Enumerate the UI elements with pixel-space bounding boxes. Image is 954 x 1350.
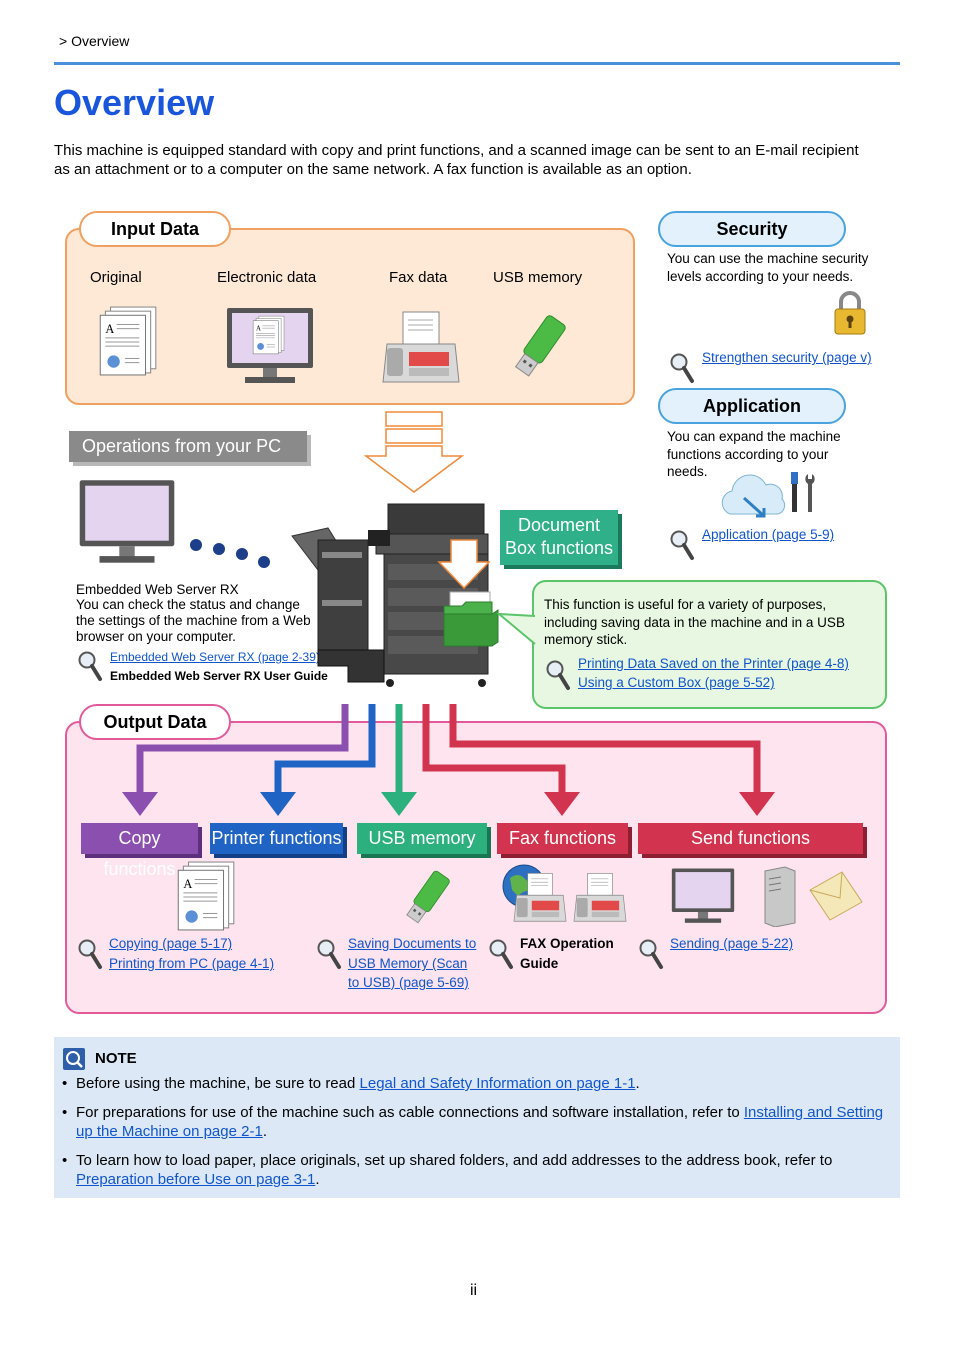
application-link[interactable]: Application (page 5-9): [702, 527, 835, 542]
usb-stick-icon: [396, 868, 456, 928]
output-arrows: [122, 704, 775, 816]
connection-dots: [190, 539, 270, 568]
magnifier-icon: [545, 659, 571, 691]
note-bullet-dot: •: [62, 1104, 68, 1121]
preparation-link[interactable]: Preparation before Use on page 3-1: [76, 1171, 316, 1188]
envelope-icon: [809, 871, 863, 921]
magnifier-icon: [638, 938, 664, 970]
note-bullet-1: Before using the machine, be sure to rea…: [76, 1074, 891, 1093]
note-text: For preparations for use of the machine …: [76, 1104, 744, 1121]
folder-icon: [443, 591, 499, 647]
down-arrow-docbox: [437, 539, 491, 590]
application-text: You can expand the machine functions acc…: [667, 429, 841, 479]
security-text: You can use the machine security levels …: [667, 251, 869, 284]
printing-data-saved-link[interactable]: Printing Data Saved on the Printer (page…: [578, 656, 849, 671]
usb-memory-label: USB memory: [357, 823, 487, 854]
legal-safety-link[interactable]: Legal and Safety Information on page 1-1: [359, 1075, 636, 1092]
document-box-panel: [532, 580, 887, 709]
printing-from-pc-link[interactable]: Printing from PC (page 4-1): [109, 956, 275, 971]
note-text: Before using the machine, be sure to rea…: [76, 1075, 360, 1092]
cloud-tools-icon: [721, 472, 815, 518]
send-functions-label: Send functions: [638, 823, 863, 854]
document-icon: [250, 315, 286, 355]
page-title: Overview: [54, 82, 215, 123]
security-label: Security: [658, 211, 846, 247]
magnifier-icon: [669, 352, 695, 384]
note-text: To learn how to load paper, place origin…: [76, 1152, 833, 1169]
output-data-label: Output Data: [79, 704, 231, 740]
note-heading: NOTE: [95, 1050, 137, 1067]
input-data-panel: [65, 228, 635, 405]
saving-to-usb-link-3[interactable]: to USB) (page 5-69): [348, 975, 469, 990]
installing-setup-link[interactable]: Installing and Setting up the Machine on…: [76, 1104, 884, 1140]
copy-functions-label: Copy functions: [81, 823, 198, 879]
fax-guide-line2: Guide: [520, 956, 559, 971]
padlock-icon: [834, 291, 866, 335]
server-icon: [764, 866, 796, 927]
usb-stick-icon: [503, 312, 573, 382]
printer-functions-label: Printer functions: [210, 823, 343, 854]
ews-guide: Embedded Web Server RX User Guide: [110, 669, 328, 683]
ews-link[interactable]: Embedded Web Server RX (page 2-39): [110, 650, 320, 664]
header-rule: [54, 62, 900, 65]
page-number: ii: [470, 1282, 478, 1299]
fax-machine-icon: [381, 310, 461, 386]
input-item-fax: Fax data: [389, 269, 448, 286]
note-bullet-2: For preparations for use of the machine …: [76, 1103, 891, 1141]
note-text: .: [262, 1123, 267, 1140]
down-arrow-input: [363, 411, 465, 493]
sending-link[interactable]: Sending (page 5-22): [670, 936, 794, 951]
fax-machine-icon: [572, 872, 628, 924]
intro-paragraph: This machine is equipped standard with c…: [54, 142, 859, 178]
monitor-icon: [670, 867, 736, 925]
document-stack-icon: [96, 305, 158, 377]
magnifier-icon: [77, 938, 103, 970]
application-label: Application: [658, 388, 846, 424]
magnifier-icon: [77, 650, 103, 682]
note-icon: [63, 1048, 85, 1070]
ews-title: Embedded Web Server RX: [76, 582, 239, 597]
magnifier-icon: [316, 938, 342, 970]
input-data-label: Input Data: [79, 211, 231, 247]
note-text: .: [635, 1075, 640, 1092]
input-item-electronic: Electronic data: [217, 269, 317, 286]
note-bullet-dot: •: [62, 1152, 68, 1169]
note-text: .: [315, 1171, 320, 1188]
document-box-text: This function is useful for a variety of…: [544, 597, 845, 647]
input-item-usb: USB memory: [493, 269, 583, 286]
fax-functions-label: Fax functions: [497, 823, 628, 854]
saving-to-usb-link-1[interactable]: Saving Documents to: [348, 936, 477, 951]
magnifier-icon: [488, 938, 514, 970]
note-panel: [54, 1037, 900, 1198]
fax-machine-icon: [512, 872, 568, 924]
magnifier-icon: [669, 529, 695, 561]
breadcrumb: > Overview: [59, 33, 130, 49]
saving-to-usb-link-2[interactable]: USB Memory (Scan: [348, 956, 468, 971]
copying-link[interactable]: Copying (page 5-17): [109, 936, 233, 951]
ews-text: You can check the status and change the …: [76, 597, 311, 644]
fax-guide-line1: FAX Operation: [520, 936, 614, 951]
callout-pointer: [497, 612, 536, 645]
strengthen-security-link[interactable]: Strengthen security (page v): [702, 350, 872, 365]
input-item-original: Original: [90, 269, 142, 286]
document-stack-icon: [174, 860, 236, 932]
pc-monitor-icon: [77, 478, 177, 566]
document-box-label: Document Box functions: [500, 510, 618, 565]
document-box-line2: Box functions: [504, 538, 614, 558]
note-bullet-dot: •: [62, 1075, 68, 1092]
custom-box-link[interactable]: Using a Custom Box (page 5-52): [578, 675, 775, 690]
document-box-line1: Document: [517, 515, 601, 535]
operations-from-pc-label: Operations from your PC: [69, 431, 307, 462]
note-bullet-3: To learn how to load paper, place origin…: [76, 1151, 891, 1189]
